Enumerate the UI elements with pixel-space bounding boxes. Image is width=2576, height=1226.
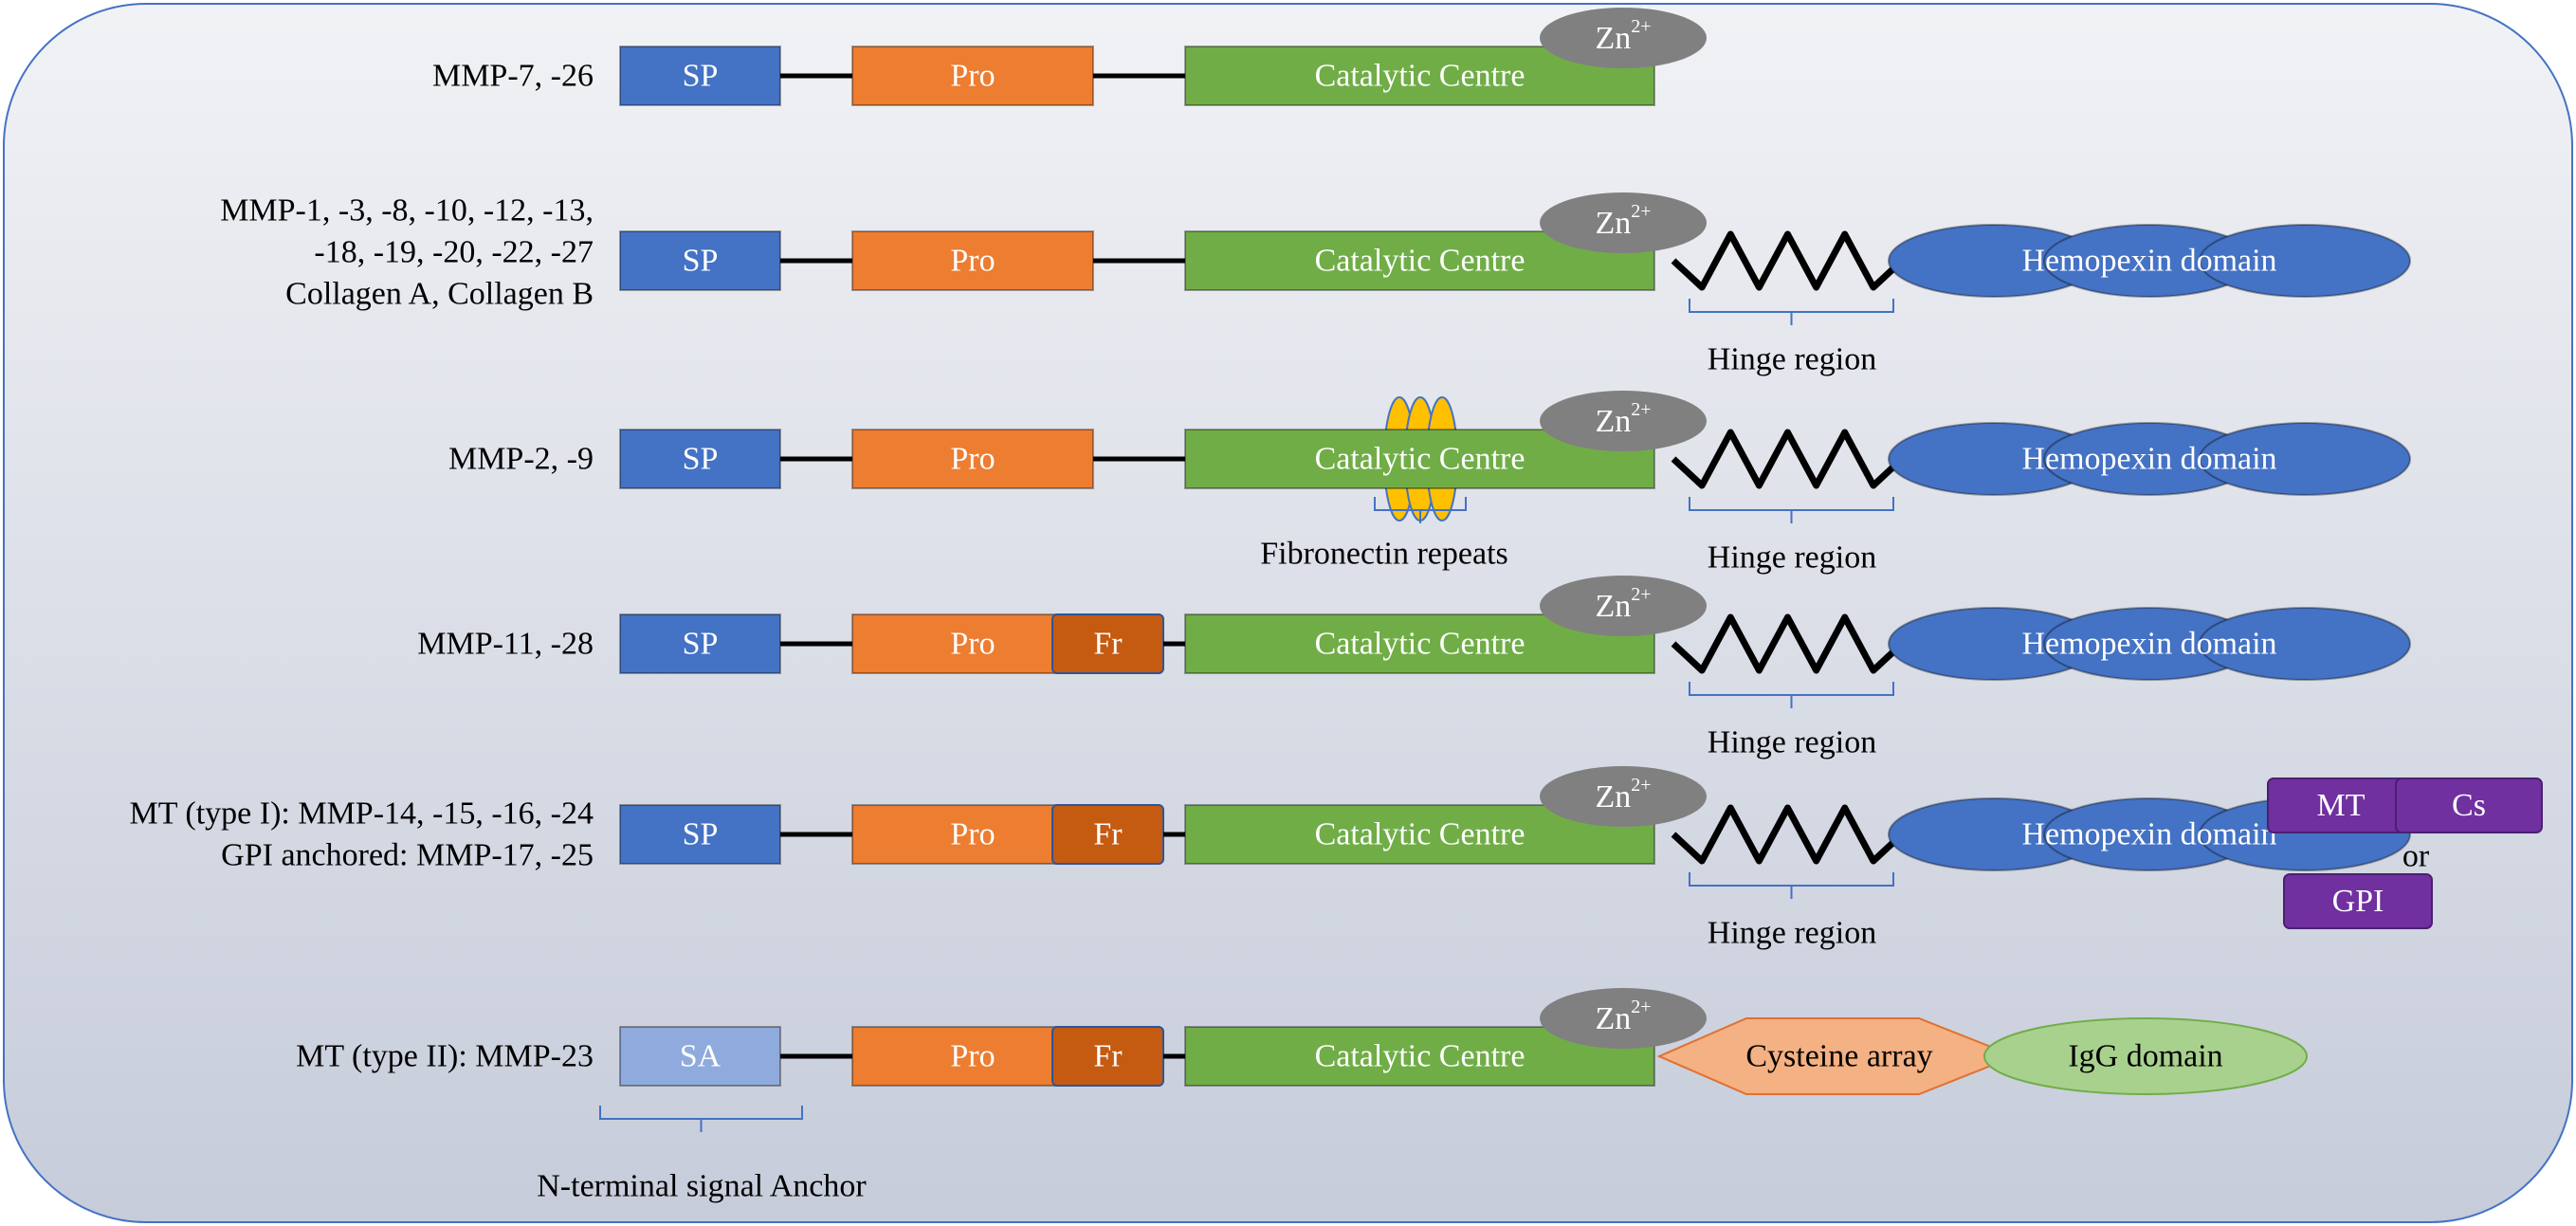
row-mt1-name: GPI anchored: MMP-17, -25 xyxy=(221,838,594,873)
row-mt1-sp-domain xyxy=(619,804,781,865)
row-mt2-sa-domain-label: SA xyxy=(680,1039,722,1074)
fibronectin-bracket xyxy=(1374,497,1467,523)
cs-domain xyxy=(2395,778,2543,833)
row-mmp2-hinge-bracket xyxy=(1689,497,1894,523)
row-mt1-hinge-label: Hinge region xyxy=(1708,916,1876,951)
row-mmp11-hemopexin-domain-label: Hemopexin domain xyxy=(2021,627,2276,662)
row-mmp11-zinc-ion-label: Zn2+ xyxy=(1595,584,1651,624)
row-mmp1-name: -18, -19, -20, -22, -27 xyxy=(314,235,594,270)
n-anchor-label: N-terminal signal Anchor xyxy=(537,1169,867,1204)
row-mmp2-hemopexin-domain-label: Hemopexin domain xyxy=(2021,442,2276,477)
row-mmp2-hinge-zigzag xyxy=(1671,429,1905,489)
row-mmp2-hemopexin-domain-lobe xyxy=(2199,422,2411,496)
row-mmp2-name: MMP-2, -9 xyxy=(448,442,594,477)
row-mt1-hinge-zigzag xyxy=(1671,804,1905,865)
row-mmp11-catalytic-domain-label: Catalytic Centre xyxy=(1315,627,1526,662)
row-mmp7-name: MMP-7, -26 xyxy=(432,59,594,94)
row-mt2-sa-domain xyxy=(619,1026,781,1087)
gpi-domain xyxy=(2283,873,2433,929)
row-mt1-name: MT (type I): MMP-14, -15, -16, -24 xyxy=(130,796,594,832)
row-mmp2-pro-domain-label: Pro xyxy=(950,442,995,477)
row-mmp1-name: Collagen A, Collagen B xyxy=(285,277,594,312)
row-mmp1-hinge-bracket xyxy=(1689,299,1894,325)
igg-domain xyxy=(1983,1017,2308,1095)
row-mmp2-zinc-ion-label: Zn2+ xyxy=(1595,399,1651,439)
or-label: or xyxy=(2402,839,2430,874)
row-mmp7-sp-domain xyxy=(619,46,781,106)
row-mmp11-hinge-bracket xyxy=(1689,682,1894,708)
row-mt2-zinc-ion xyxy=(1540,988,1707,1049)
row-mmp1-hemopexin-domain-lobe xyxy=(2199,224,2411,298)
row-mmp1-hinge-zigzag xyxy=(1671,230,1905,291)
row-mmp11-sp-domain xyxy=(619,613,781,674)
row-mmp1-sp-domain xyxy=(619,230,781,291)
row-mmp7-sp-domain-label: SP xyxy=(683,59,719,94)
row-mmp1-zinc-ion-label: Zn2+ xyxy=(1595,201,1651,241)
row-mmp1-sp-domain-label: SP xyxy=(683,244,719,279)
row-mmp2-catalytic-domain-label: Catalytic Centre xyxy=(1315,442,1526,477)
fibronectin-label: Fibronectin repeats xyxy=(1260,537,1508,572)
row-mt1-hinge-bracket xyxy=(1689,872,1894,899)
row-mmp1-pro-domain xyxy=(851,230,1094,291)
row-mmp11-catalytic-domain xyxy=(1184,613,1655,674)
row-mt2-furin-domain-label: Fr xyxy=(1093,1039,1123,1074)
row-mmp1-name: MMP-1, -3, -8, -10, -12, -13, xyxy=(220,193,594,229)
row-mmp1-hinge-label: Hinge region xyxy=(1708,342,1876,377)
row-mmp2-sp-domain xyxy=(619,429,781,489)
row-mmp7-zinc-ion xyxy=(1540,8,1707,68)
mt-domain-label: MT xyxy=(2317,788,2366,823)
gpi-domain-label: GPI xyxy=(2332,884,2384,919)
row-mt2-catalytic-domain-label: Catalytic Centre xyxy=(1315,1039,1526,1074)
row-mmp11-hemopexin-domain-lobe xyxy=(2199,607,2411,681)
row-mt2-pro-domain-label: Pro xyxy=(950,1039,995,1074)
n-anchor-bracket xyxy=(599,1106,803,1132)
row-mt1-zinc-ion-label: Zn2+ xyxy=(1595,775,1651,814)
row-mmp2-sp-domain-label: SP xyxy=(683,442,719,477)
row-mt1-catalytic-domain-label: Catalytic Centre xyxy=(1315,817,1526,852)
row-mmp2-zinc-ion xyxy=(1540,391,1707,451)
row-mt1-zinc-ion xyxy=(1540,766,1707,827)
row-mt2-zinc-ion-label: Zn2+ xyxy=(1595,997,1651,1036)
row-mmp7-catalytic-domain-label: Catalytic Centre xyxy=(1315,59,1526,94)
row-mmp11-sp-domain-label: SP xyxy=(683,627,719,662)
row-mmp2-pro-domain xyxy=(851,429,1094,489)
row-mt2-name: MT (type II): MMP-23 xyxy=(296,1039,594,1074)
cs-domain-label: Cs xyxy=(2452,788,2486,823)
row-mmp11-pro-domain-label: Pro xyxy=(950,627,995,662)
row-mmp1-hemopexin-domain-label: Hemopexin domain xyxy=(2021,244,2276,279)
row-mmp2-hinge-label: Hinge region xyxy=(1708,540,1876,576)
row-mmp11-zinc-ion xyxy=(1540,576,1707,636)
row-mmp1-catalytic-domain-label: Catalytic Centre xyxy=(1315,244,1526,279)
row-mmp7-pro-domain-label: Pro xyxy=(950,59,995,94)
row-mt1-hemopexin-domain-label: Hemopexin domain xyxy=(2021,817,2276,852)
row-mt1-sp-domain-label: SP xyxy=(683,817,719,852)
row-mmp1-pro-domain-label: Pro xyxy=(950,244,995,279)
row-mmp11-furin-domain-label: Fr xyxy=(1093,627,1123,662)
row-mmp11-hinge-label: Hinge region xyxy=(1708,725,1876,760)
row-mt1-pro-domain-label: Pro xyxy=(950,817,995,852)
row-mmp7-zinc-ion-label: Zn2+ xyxy=(1595,16,1651,56)
cysteine-array-label: Cysteine array xyxy=(1745,1039,1932,1074)
row-mmp11-name: MMP-11, -28 xyxy=(417,627,594,662)
row-mmp11-hinge-zigzag xyxy=(1671,613,1905,674)
row-mmp1-zinc-ion xyxy=(1540,192,1707,253)
row-mt1-furin-domain-label: Fr xyxy=(1093,817,1123,852)
igg-domain-label: IgG domain xyxy=(2068,1039,2222,1074)
background-panel xyxy=(3,3,2573,1223)
row-mmp7-pro-domain xyxy=(851,46,1094,106)
